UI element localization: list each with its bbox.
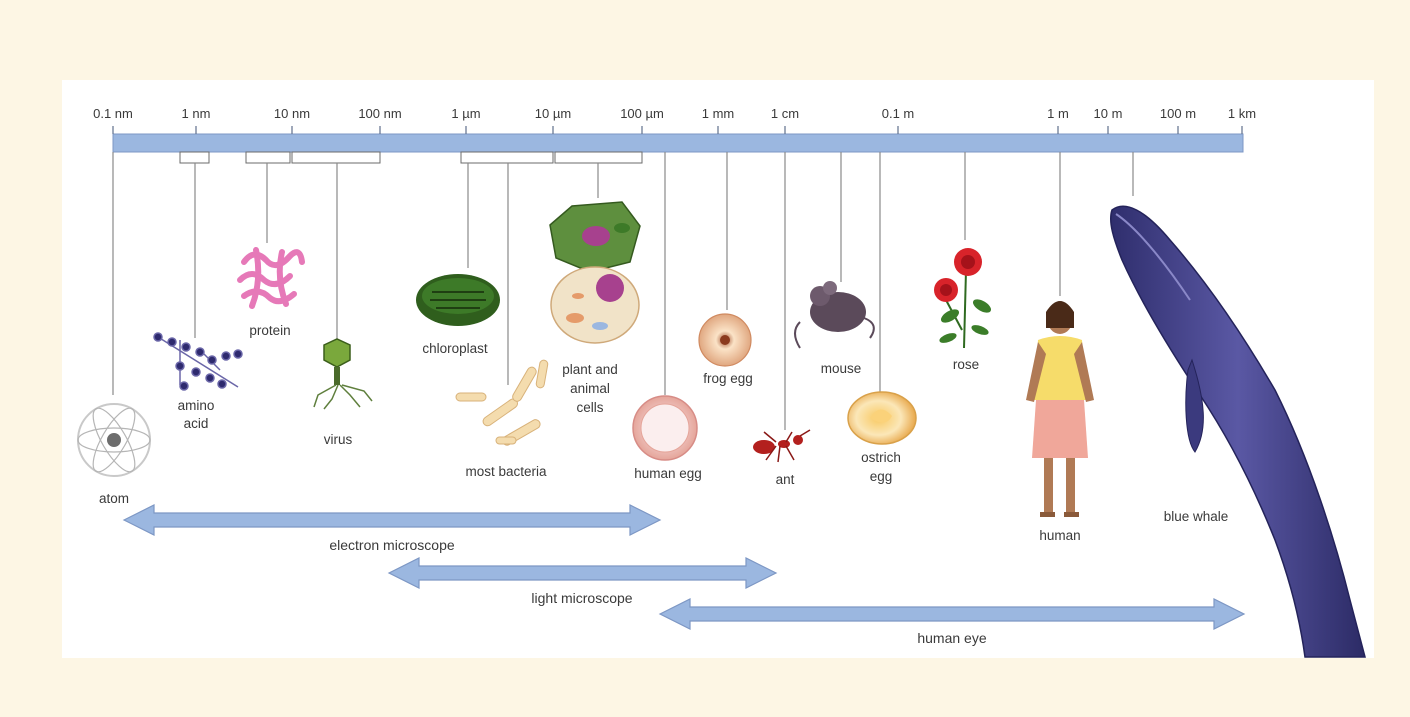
chloroplast-icon xyxy=(416,274,500,326)
frog-egg-label: frog egg xyxy=(703,371,753,386)
rose-label: rose xyxy=(953,357,979,372)
tick-label: 10 µm xyxy=(535,106,571,121)
tick-label: 10 nm xyxy=(274,106,310,121)
atom-icon xyxy=(78,403,150,477)
cells-label: plant and xyxy=(562,362,618,377)
virus-label: virus xyxy=(324,432,353,447)
rose-icon xyxy=(934,248,993,348)
mouse-label: mouse xyxy=(821,361,862,376)
electron-microscope-label: electron microscope xyxy=(329,537,454,553)
human-egg-label: human egg xyxy=(634,466,702,481)
protein-label: protein xyxy=(249,323,290,338)
virus-icon xyxy=(314,339,372,409)
human-eye-label: human eye xyxy=(917,630,986,646)
human-label: human xyxy=(1039,528,1080,543)
light-microscope-label: light microscope xyxy=(531,590,632,606)
tick-label: 1 nm xyxy=(182,106,211,121)
range-brackets xyxy=(180,152,642,163)
human-eye-arrow xyxy=(660,599,1244,629)
amino-acid-icon xyxy=(154,333,242,390)
tick-label: 10 m xyxy=(1094,106,1123,121)
plant-cell-icon xyxy=(550,202,640,272)
chloroplast-label: chloroplast xyxy=(422,341,488,356)
bacteria-icon xyxy=(456,360,548,447)
light-microscope-arrow xyxy=(389,558,776,588)
blue-whale-label: blue whale xyxy=(1164,509,1229,524)
tick-label: 0.1 m xyxy=(882,106,915,121)
human-egg-icon xyxy=(633,396,697,460)
tick-label: 0.1 nm xyxy=(93,106,133,121)
amino-acid-label: acid xyxy=(184,416,209,431)
tick-label: 100 µm xyxy=(620,106,664,121)
atom-label: atom xyxy=(99,491,129,506)
amino-acid-label: amino xyxy=(178,398,215,413)
frog-egg-icon xyxy=(699,314,751,366)
ant-icon xyxy=(753,430,810,462)
tick-label: 100 m xyxy=(1160,106,1196,121)
ostrich-egg-label: egg xyxy=(870,469,893,484)
animal-cell-icon xyxy=(551,267,639,343)
cells-label: animal xyxy=(570,381,610,396)
protein-icon xyxy=(240,250,302,306)
ostrich-egg-icon xyxy=(848,392,916,444)
ostrich-egg-label: ostrich xyxy=(861,450,901,465)
scale-ticks xyxy=(113,126,1242,134)
tick-label: 1 mm xyxy=(702,106,735,121)
blue-whale-icon xyxy=(1111,206,1365,657)
tick-label: 1 µm xyxy=(451,106,480,121)
scale-bar xyxy=(113,134,1243,152)
ant-label: ant xyxy=(776,472,795,487)
human-icon xyxy=(1026,301,1094,517)
tick-label: 100 nm xyxy=(358,106,401,121)
tick-label: 1 km xyxy=(1228,106,1256,121)
bacteria-label: most bacteria xyxy=(465,464,547,479)
electron-microscope-arrow xyxy=(124,505,660,535)
cells-label: cells xyxy=(576,400,603,415)
tick-label: 1 m xyxy=(1047,106,1069,121)
tick-label: 1 cm xyxy=(771,106,799,121)
mouse-icon xyxy=(795,281,874,348)
